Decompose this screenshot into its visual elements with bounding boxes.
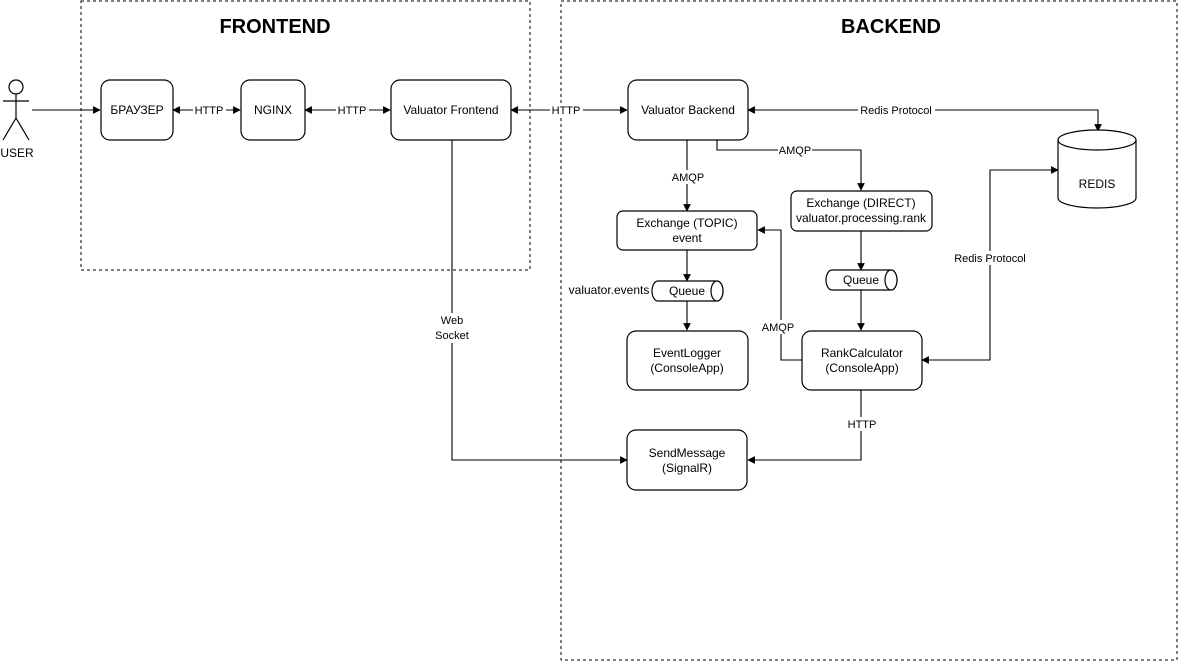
node-valuator-frontend-label: Valuator Frontend [403, 103, 498, 117]
node-browser: БРАУЗЕР [100, 79, 174, 141]
label-backend-redis: Redis Protocol [860, 105, 932, 117]
node-send-message-line2: (SignalR) [662, 461, 712, 475]
node-event-logger: EventLogger (ConsoleApp) [626, 330, 749, 391]
user-label: USER [0, 146, 34, 160]
backend-zone-title: BACKEND [841, 16, 941, 38]
label-frontend-backend: HTTP [552, 105, 581, 117]
label-rank-topic: AMQP [762, 322, 794, 334]
node-redis-label: REDIS [1079, 177, 1116, 191]
node-browser-label: БРАУЗЕР [110, 103, 163, 117]
node-valuator-frontend: Valuator Frontend [390, 79, 512, 141]
user-actor: USER [0, 79, 34, 160]
node-valuator-backend: Valuator Backend [627, 79, 749, 141]
backend-zone [560, 0, 1178, 661]
node-queue-events: Queue [651, 280, 724, 302]
label-nginx-frontend: HTTP [338, 105, 367, 117]
label-rank-send: HTTP [848, 419, 877, 431]
node-rank-calculator-line1: RankCalculator [821, 346, 903, 360]
node-send-message-line1: SendMessage [649, 446, 726, 460]
edges [32, 106, 1102, 464]
node-exchange-topic: Exchange (TOPIC) event [616, 210, 758, 251]
label-websocket-line2: Socket [435, 330, 469, 342]
frontend-zone [80, 0, 531, 271]
edge-rank-topic [757, 226, 802, 361]
node-rank-calculator-line2: (ConsoleApp) [825, 361, 898, 375]
edge-labels: HTTP HTTP HTTP Redis Protocol AMQP AMQP … [193, 103, 1028, 431]
queue-events-name: valuator.events [569, 283, 650, 297]
label-backend-direct: AMQP [779, 145, 811, 157]
label-redis-rank: Redis Protocol [954, 253, 1026, 265]
node-exchange-topic-line1: Exchange (TOPIC) [636, 216, 737, 230]
node-exchange-topic-line2: event [672, 231, 702, 245]
edge-rank-send [747, 390, 862, 464]
node-rank-calculator: RankCalculator (ConsoleApp) [801, 330, 923, 391]
node-queue-rank: Queue [825, 269, 898, 291]
node-send-message: SendMessage (SignalR) [626, 429, 748, 491]
node-valuator-backend-label: Valuator Backend [641, 103, 735, 117]
node-nginx-label: NGINX [254, 103, 292, 117]
node-redis: REDIS [1057, 129, 1137, 209]
node-event-logger-line1: EventLogger [653, 346, 721, 360]
node-exchange-direct-line2: valuator.processing.rank [796, 211, 927, 225]
label-websocket-line1: Web [441, 315, 463, 327]
node-event-logger-line2: (ConsoleApp) [650, 361, 723, 375]
node-queue-events-label: Queue [669, 284, 705, 298]
node-exchange-direct: Exchange (DIRECT) valuator.processing.ra… [790, 190, 933, 232]
frontend-zone-title: FRONTEND [219, 16, 330, 38]
label-backend-topic: AMQP [672, 172, 704, 184]
label-browser-nginx: HTTP [195, 105, 224, 117]
stick-figure-icon [2, 79, 30, 141]
node-queue-rank-label: Queue [843, 273, 879, 287]
edge-frontend-send [451, 140, 628, 464]
node-nginx: NGINX [240, 79, 306, 141]
node-exchange-direct-line1: Exchange (DIRECT) [806, 196, 915, 210]
